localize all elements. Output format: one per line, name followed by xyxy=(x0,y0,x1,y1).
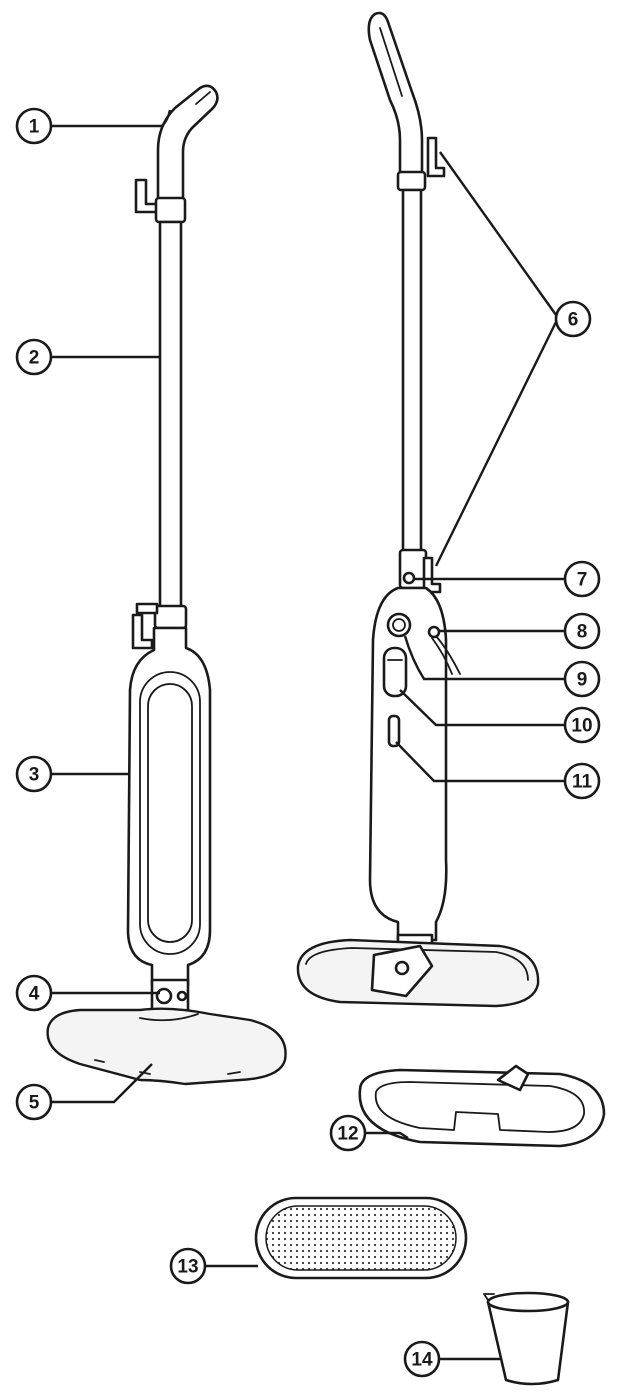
callout-1-label: 1 xyxy=(29,117,40,138)
callout-11-circle xyxy=(563,762,601,800)
pole-collar-lower xyxy=(153,604,188,630)
callout-14: 14 xyxy=(403,1340,441,1378)
front-view-mop xyxy=(46,84,287,1086)
callout-5-circle xyxy=(15,1083,53,1121)
handle-grip-inner xyxy=(195,91,211,105)
cord-outlet xyxy=(427,625,441,639)
callout-6: 6 xyxy=(554,300,592,338)
callout-6-label: 6 xyxy=(568,310,579,331)
head-bracket-pin xyxy=(394,960,410,976)
extension-pole xyxy=(158,220,183,612)
callout-14-label: 14 xyxy=(411,1350,433,1371)
leader-6b xyxy=(434,321,558,567)
extension-pole-back xyxy=(401,188,423,554)
callout-11-label: 11 xyxy=(572,772,593,793)
steam-light xyxy=(402,571,416,585)
cloth-head-left xyxy=(46,1007,287,1086)
callout-12-circle xyxy=(329,1114,367,1152)
callout-1-circle xyxy=(15,107,53,145)
water-tank-cap xyxy=(382,646,408,698)
callout-9: 9 xyxy=(563,660,601,698)
microfiber-pad xyxy=(254,1196,468,1280)
callout-3: 3 xyxy=(15,755,53,793)
steam-knob-inner xyxy=(392,618,406,632)
callout-10-label: 10 xyxy=(571,716,592,737)
body-window-outer xyxy=(139,671,201,955)
callout-10-circle xyxy=(563,706,601,744)
frame-clip xyxy=(496,1064,530,1092)
callout-3-label: 3 xyxy=(29,765,40,786)
power-cord xyxy=(435,635,461,675)
cup-rim xyxy=(486,1291,570,1313)
cord-hook-upper-right xyxy=(426,136,446,178)
leader-1 xyxy=(52,109,172,128)
frame-inner xyxy=(374,1081,585,1133)
leader-5 xyxy=(52,1063,153,1104)
swivel-pin xyxy=(155,987,173,1005)
callout-14-circle xyxy=(403,1340,441,1378)
callout-3-circle xyxy=(15,755,53,793)
back-view-mop xyxy=(296,11,540,1008)
callout-13-label: 13 xyxy=(177,1257,198,1278)
swivel-pin-small xyxy=(176,990,188,1002)
callout-2-label: 2 xyxy=(29,348,40,369)
mop-head-rim xyxy=(305,947,529,981)
callout-13-circle xyxy=(169,1247,207,1285)
leader-12 xyxy=(366,1131,409,1140)
handle-grip-back xyxy=(367,11,424,184)
callout-9-circle xyxy=(563,660,601,698)
cup-body xyxy=(486,1300,570,1386)
handle-collar xyxy=(154,196,187,224)
callout-4-circle xyxy=(15,974,53,1012)
cloth-ripples xyxy=(94,1059,241,1075)
frame-outer xyxy=(358,1068,606,1148)
callout-10: 10 xyxy=(563,706,601,744)
callout-5: 5 xyxy=(15,1083,53,1121)
hook-clip xyxy=(135,602,159,615)
callout-7-label: 7 xyxy=(577,570,588,591)
callout-4: 4 xyxy=(15,974,53,1012)
callout-6-circle xyxy=(554,300,592,338)
callout-12: 12 xyxy=(329,1114,367,1152)
measuring-cup xyxy=(483,1291,570,1386)
callout-1: 1 xyxy=(15,107,53,145)
leader-6a xyxy=(439,151,557,316)
callout-4-label: 4 xyxy=(29,984,40,1005)
callout-7: 7 xyxy=(563,560,601,598)
body-window-inner xyxy=(147,683,193,943)
leader-9 xyxy=(403,635,565,681)
callout-13: 13 xyxy=(169,1247,207,1285)
callout-8-circle xyxy=(563,612,601,650)
callout-2-circle xyxy=(15,338,53,376)
callout-9-label: 9 xyxy=(577,670,588,691)
cloth-shadow xyxy=(139,1013,199,1022)
power-cord-2 xyxy=(431,637,453,675)
callout-11: 11 xyxy=(563,762,601,800)
cord-hook-lower-left xyxy=(131,613,154,650)
handle-grip-back-inner xyxy=(379,27,403,97)
leader-11 xyxy=(395,741,565,783)
callout-12-label: 12 xyxy=(337,1124,358,1145)
callout-8-label: 8 xyxy=(577,622,588,643)
pad-texture xyxy=(265,1205,457,1271)
leader-10 xyxy=(399,689,565,727)
callout-7-circle xyxy=(563,560,601,598)
water-level-window xyxy=(387,714,401,748)
handle-collar-back xyxy=(396,170,427,192)
leader-lines xyxy=(52,109,565,1361)
callout-8: 8 xyxy=(563,612,601,650)
cup-spout xyxy=(483,1293,495,1301)
callout-2: 2 xyxy=(15,338,53,376)
cloth-holder-frame xyxy=(358,1064,606,1148)
steam-knob-outer xyxy=(386,612,412,638)
callout-5-label: 5 xyxy=(29,1093,40,1114)
